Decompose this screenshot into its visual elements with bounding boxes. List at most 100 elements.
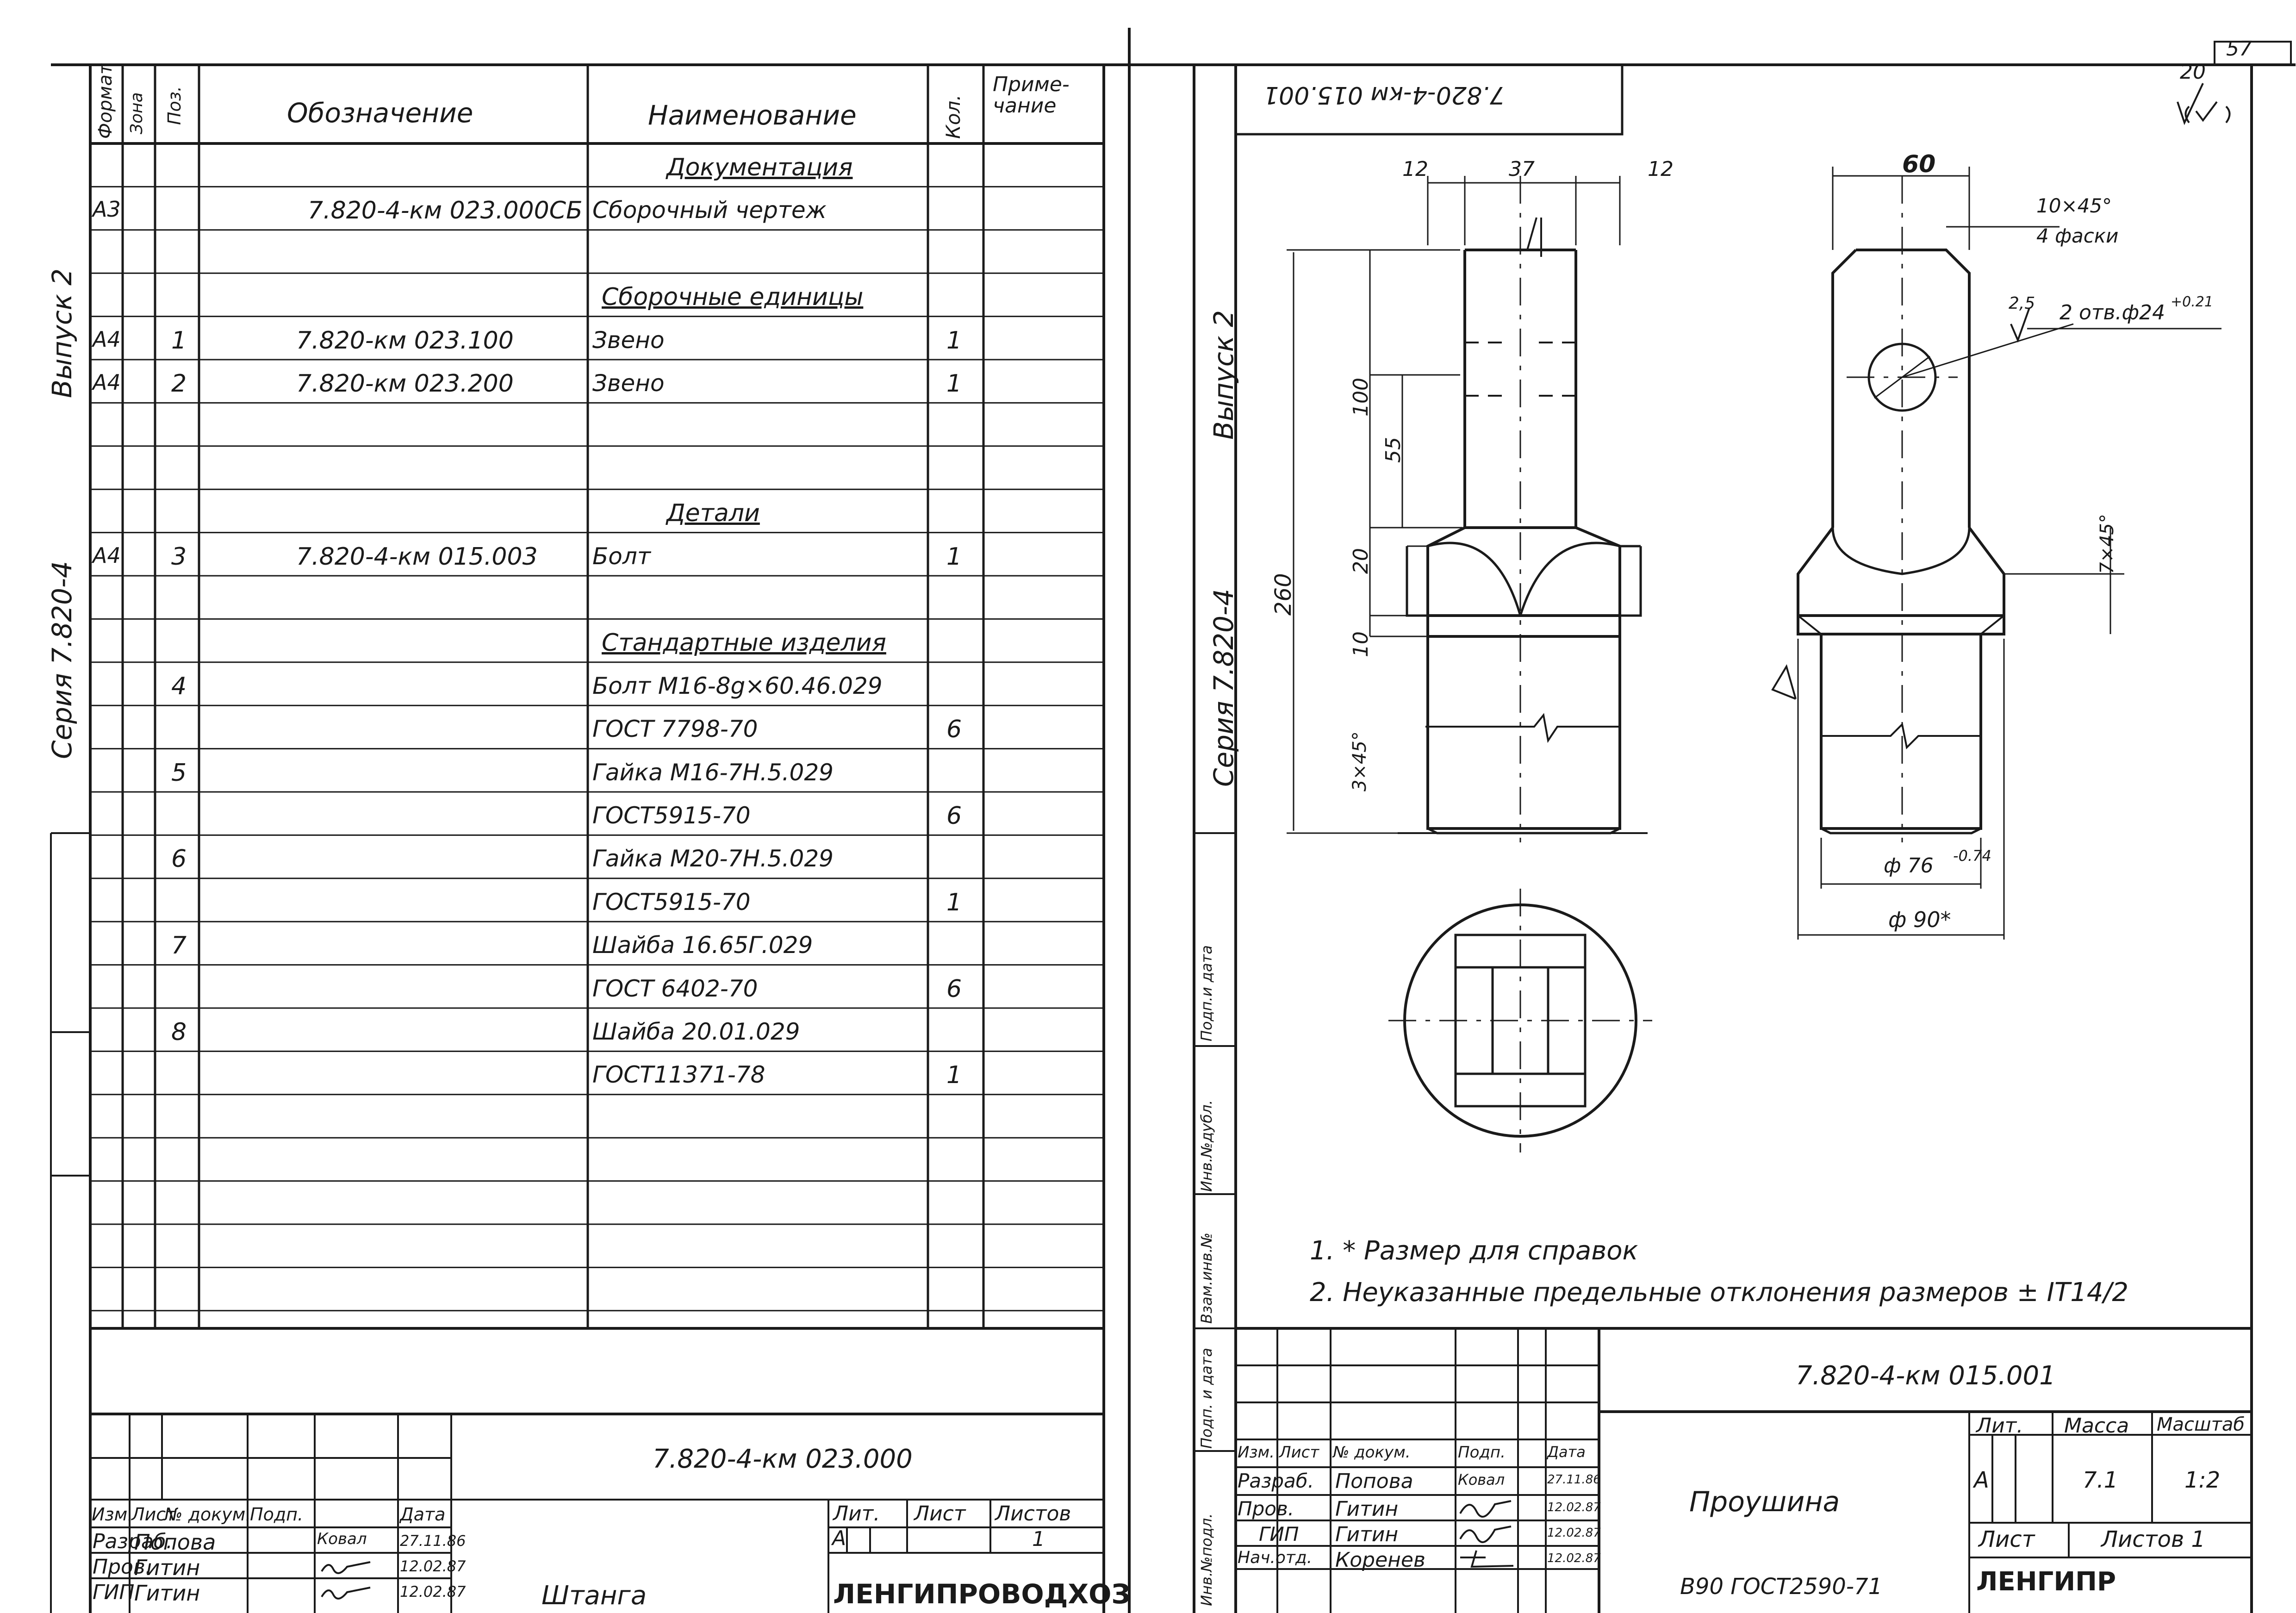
strip-label-2: Взам.инв.№ (1198, 1233, 1215, 1324)
header-name: Наименование (648, 100, 857, 131)
part-top-view (1388, 889, 1652, 1152)
right-scale-header: Масштаб (2157, 1414, 2245, 1435)
spec-cell-format: А3 (93, 197, 121, 222)
spec-cell-qty: 1 (946, 1061, 962, 1090)
right-hdr-list: Лист (1279, 1443, 1319, 1462)
spec-cell-designation: 7.820-км 023.200 (296, 370, 514, 398)
left-name-1: Гитин (134, 1555, 200, 1580)
right-doc-number: 7.820-4-км 015.001 (1796, 1361, 2056, 1391)
right-signature-3 (1460, 1550, 1514, 1568)
right-scale: 1:2 (2184, 1467, 2221, 1493)
spec-cell-pos: 5 (171, 759, 187, 787)
left-sheet-header: Лист (914, 1502, 966, 1526)
spec-cell-name: Звено (592, 370, 665, 397)
spec-cell-pos: 7 (171, 932, 187, 960)
spec-cell-name: ГОСТ5915-70 (592, 888, 751, 915)
right-material: В90 ГОСТ2590-71 (1680, 1574, 1883, 1600)
left-hdr-list: Лист (131, 1504, 176, 1525)
spec-cell-name: Стандартные изделия (602, 629, 886, 657)
left-signature-1 (321, 1561, 371, 1574)
note-1: 1. * Размер для справок (1310, 1236, 1638, 1266)
right-mass: 7.1 (2083, 1467, 2118, 1493)
spec-cell-qty: 6 (946, 975, 962, 1003)
dim-d90: ф 90* (1888, 907, 1951, 932)
right-sign-0: Ковал (1458, 1471, 1505, 1488)
right-date-0: 27.11.86 (1547, 1473, 1601, 1487)
strip-label-3: Инв.№дубл. (1198, 1100, 1215, 1192)
spec-cell-qty: 1 (946, 888, 962, 916)
dim-h10: 10 (1349, 631, 1373, 657)
left-name-2: Гитин (134, 1581, 200, 1606)
strip-label-4: Подп.и дата (1198, 945, 1215, 1041)
spec-table-grid (89, 65, 1105, 1613)
right-name-0: Попова (1335, 1470, 1413, 1493)
spec-cell-name: Гайка М16-7Н.5.029 (592, 759, 834, 786)
dim-chamfer3: 7×45° (2097, 514, 2118, 574)
right-signature-1 (1459, 1500, 1512, 1518)
left-name-0: Попова (134, 1530, 216, 1555)
right-role-0: Разраб. (1238, 1470, 1314, 1492)
right-org: ЛЕНГИПР (1976, 1567, 2116, 1597)
spec-cell-qty: 6 (946, 716, 962, 744)
dim-roughness-small: 2,5 (2009, 294, 2035, 313)
right-item-name: Проушина (1689, 1486, 1840, 1518)
header-designation: Обозначение (287, 97, 473, 129)
dim-d76-tol: -0.74 (1953, 847, 1991, 865)
left-hdr-izm: Изм. (92, 1504, 133, 1525)
left-sign-0: Ковал (317, 1530, 367, 1548)
spec-cell-format: А4 (93, 542, 121, 568)
right-mass-header: Масса (2064, 1414, 2129, 1438)
spec-cell-name: Шайба 20.01.029 (592, 1018, 800, 1045)
dim-d76: ф 76 (1884, 854, 1934, 878)
side-issue-right: Выпуск 2 (1208, 310, 1239, 440)
right-role-2: ГИП (1259, 1523, 1299, 1545)
spec-cell-name: ГОСТ 7798-70 (592, 716, 758, 743)
left-hdr-doc: № докум. (164, 1504, 251, 1525)
right-date-3: 12.02.87 (1547, 1551, 1601, 1565)
spec-cell-pos: 4 (171, 672, 187, 700)
left-role-1: Пров. (93, 1555, 152, 1579)
left-date-2: 12.02.87 (400, 1583, 466, 1601)
dim-h260: 260 (1270, 573, 1296, 616)
side-series-left: Серия 7.820-4 (46, 561, 78, 759)
header-qty: Кол. (942, 94, 964, 139)
header-zone: Зона (127, 92, 146, 134)
roughness-marks (2010, 83, 2231, 343)
strip-label-0: Инв.№подл. (1198, 1513, 1215, 1606)
spec-cell-pos: 8 (171, 1018, 187, 1046)
header-note: Приме- чание (993, 73, 1070, 118)
title-block-right-grid (1236, 1327, 2252, 1613)
right-role-3: Нач.отд. (1238, 1548, 1313, 1567)
spec-cell-name: Сборочные единицы (602, 283, 864, 311)
left-org: ЛЕНГИПРОВОДХОЗ (833, 1578, 1131, 1610)
left-lit-header: Лит. (833, 1502, 880, 1526)
dim-holes-tol: +0.21 (2171, 294, 2213, 310)
spec-cell-designation: 7.820-км 023.100 (296, 326, 514, 355)
left-role-0: Разраб. (93, 1530, 173, 1553)
left-role-2: ГИП (93, 1581, 135, 1604)
spec-cell-pos: 1 (171, 326, 187, 355)
strip-label-1: Подп. и дата (1198, 1348, 1215, 1449)
right-role-1: Пров. (1238, 1497, 1294, 1520)
left-side-strip (50, 832, 90, 1613)
spec-cell-designation: 7.820-4-км 023.000СБ (308, 197, 583, 225)
spec-cell-pos: 6 (171, 845, 187, 873)
spec-cell-name: ГОСТ5915-70 (592, 802, 751, 829)
stamp-rotated: 7.820-4-км 015.001 (1263, 81, 1505, 109)
dim-holes: 2 отв.ф24 (2060, 301, 2165, 324)
spec-cell-qty: 1 (946, 370, 962, 398)
side-series-right: Серия 7.820-4 (1208, 589, 1239, 787)
dim-top-left: 12 (1402, 157, 1428, 181)
right-name-2: Гитин (1335, 1523, 1399, 1546)
spec-cell-qty: 6 (946, 802, 962, 830)
right-sheet-header: Лист (1979, 1526, 2035, 1552)
spec-cell-name: Звено (592, 326, 665, 354)
spec-cell-name: Болт М16-8g×60.46.029 (592, 672, 883, 699)
side-issue-left: Выпуск 2 (46, 268, 78, 398)
spec-cell-name: Гайка М20-7Н.5.029 (592, 845, 834, 872)
spec-cell-designation: 7.820-4-км 015.003 (296, 542, 538, 571)
right-signature-2 (1459, 1526, 1512, 1543)
part-side-view (1797, 176, 2005, 842)
spec-cell-name: Болт (592, 542, 651, 570)
